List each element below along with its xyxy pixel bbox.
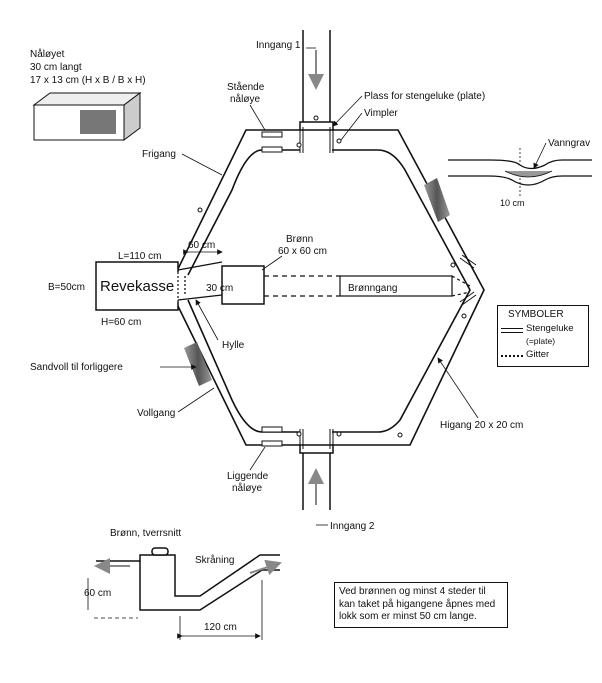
vimpler-label: Vimpler xyxy=(364,108,398,119)
naloeyet-box xyxy=(32,92,142,141)
liggende-naloeye-mark xyxy=(261,426,283,433)
note-line-1: Ved brønnen og minst 4 steder til xyxy=(339,586,486,597)
stengeluke-label: Stengeluke xyxy=(526,323,574,334)
plass-label: Plass for stengeluke (plate) xyxy=(364,91,485,102)
stengeluke-markers xyxy=(299,127,477,449)
liggende-label-2: nåløye xyxy=(232,482,262,494)
symbols-legend: SYMBOLER Stengeluke (=plate) Gitter xyxy=(497,305,589,367)
stengeluke-note: (=plate) xyxy=(526,336,556,346)
bronn-tverrsnitt xyxy=(94,547,280,619)
height-label: H=60 cm xyxy=(101,317,141,328)
hylle-label: Hylle xyxy=(222,340,245,351)
frigang-label: Frigang xyxy=(142,149,176,160)
bronn-title: Brønn xyxy=(286,234,313,245)
vanngrav-label: Vanngrav xyxy=(548,138,590,149)
vann-10cm-label: 10 cm xyxy=(500,198,525,208)
gitter-label: Gitter xyxy=(526,349,550,360)
staende-naloeye-mark xyxy=(261,131,283,138)
note-box: Ved brønnen og minst 4 steder til kan ta… xyxy=(334,582,508,628)
width-label: B=50cm xyxy=(48,282,85,293)
dim-60cm: 60 cm xyxy=(188,240,215,251)
gitter-symbol xyxy=(501,355,523,357)
ts-60cm-label: 60 cm xyxy=(84,588,111,599)
bronn-box xyxy=(221,265,265,305)
vollgang-label: Vollgang xyxy=(137,408,175,419)
staende-label-2: nåløye xyxy=(230,93,260,105)
dim-30cm: 30 cm xyxy=(206,283,233,294)
naloeyet-length: 30 cm langt xyxy=(30,62,82,73)
length-label: L=110 cm xyxy=(118,251,161,262)
ts-120cm-label: 120 cm xyxy=(204,622,237,633)
skraning-label: Skråning xyxy=(195,554,234,566)
bronngang-tunnel xyxy=(264,275,471,297)
revekasse-label: Revekasse xyxy=(100,278,174,295)
inngang1-label: Inngang 1 xyxy=(256,40,301,51)
naloeyet-dims: 17 x 13 cm (H x B / B x H) xyxy=(30,75,146,86)
sandvoll-label: Sandvoll til forliggere xyxy=(30,362,123,373)
bronn-size: 60 x 60 cm xyxy=(278,246,327,257)
vanngrav-detail xyxy=(448,148,592,196)
note-line-2: kan taket på higangene åpnes med xyxy=(339,598,496,610)
revekasse-box xyxy=(95,261,179,311)
water-trench-section xyxy=(424,178,450,222)
inngang2-label: Inngang 2 xyxy=(330,521,375,532)
higang-label: Higang 20 x 20 cm xyxy=(440,420,523,431)
stengeluke-symbol xyxy=(501,328,523,333)
naloeyet-title: Nåløyet xyxy=(30,48,65,60)
tverrsnitt-title: Brønn, tverrsnitt xyxy=(110,528,181,539)
symbols-title: SYMBOLER xyxy=(508,309,564,320)
note-line-3: lokk som er minst 50 cm lange. xyxy=(339,611,477,622)
staende-label-1: Stående xyxy=(227,81,265,93)
bronngang-label: Brønngang xyxy=(348,283,397,294)
sandvoll-section xyxy=(184,342,212,386)
liggende-label-1: Liggende xyxy=(227,471,269,482)
